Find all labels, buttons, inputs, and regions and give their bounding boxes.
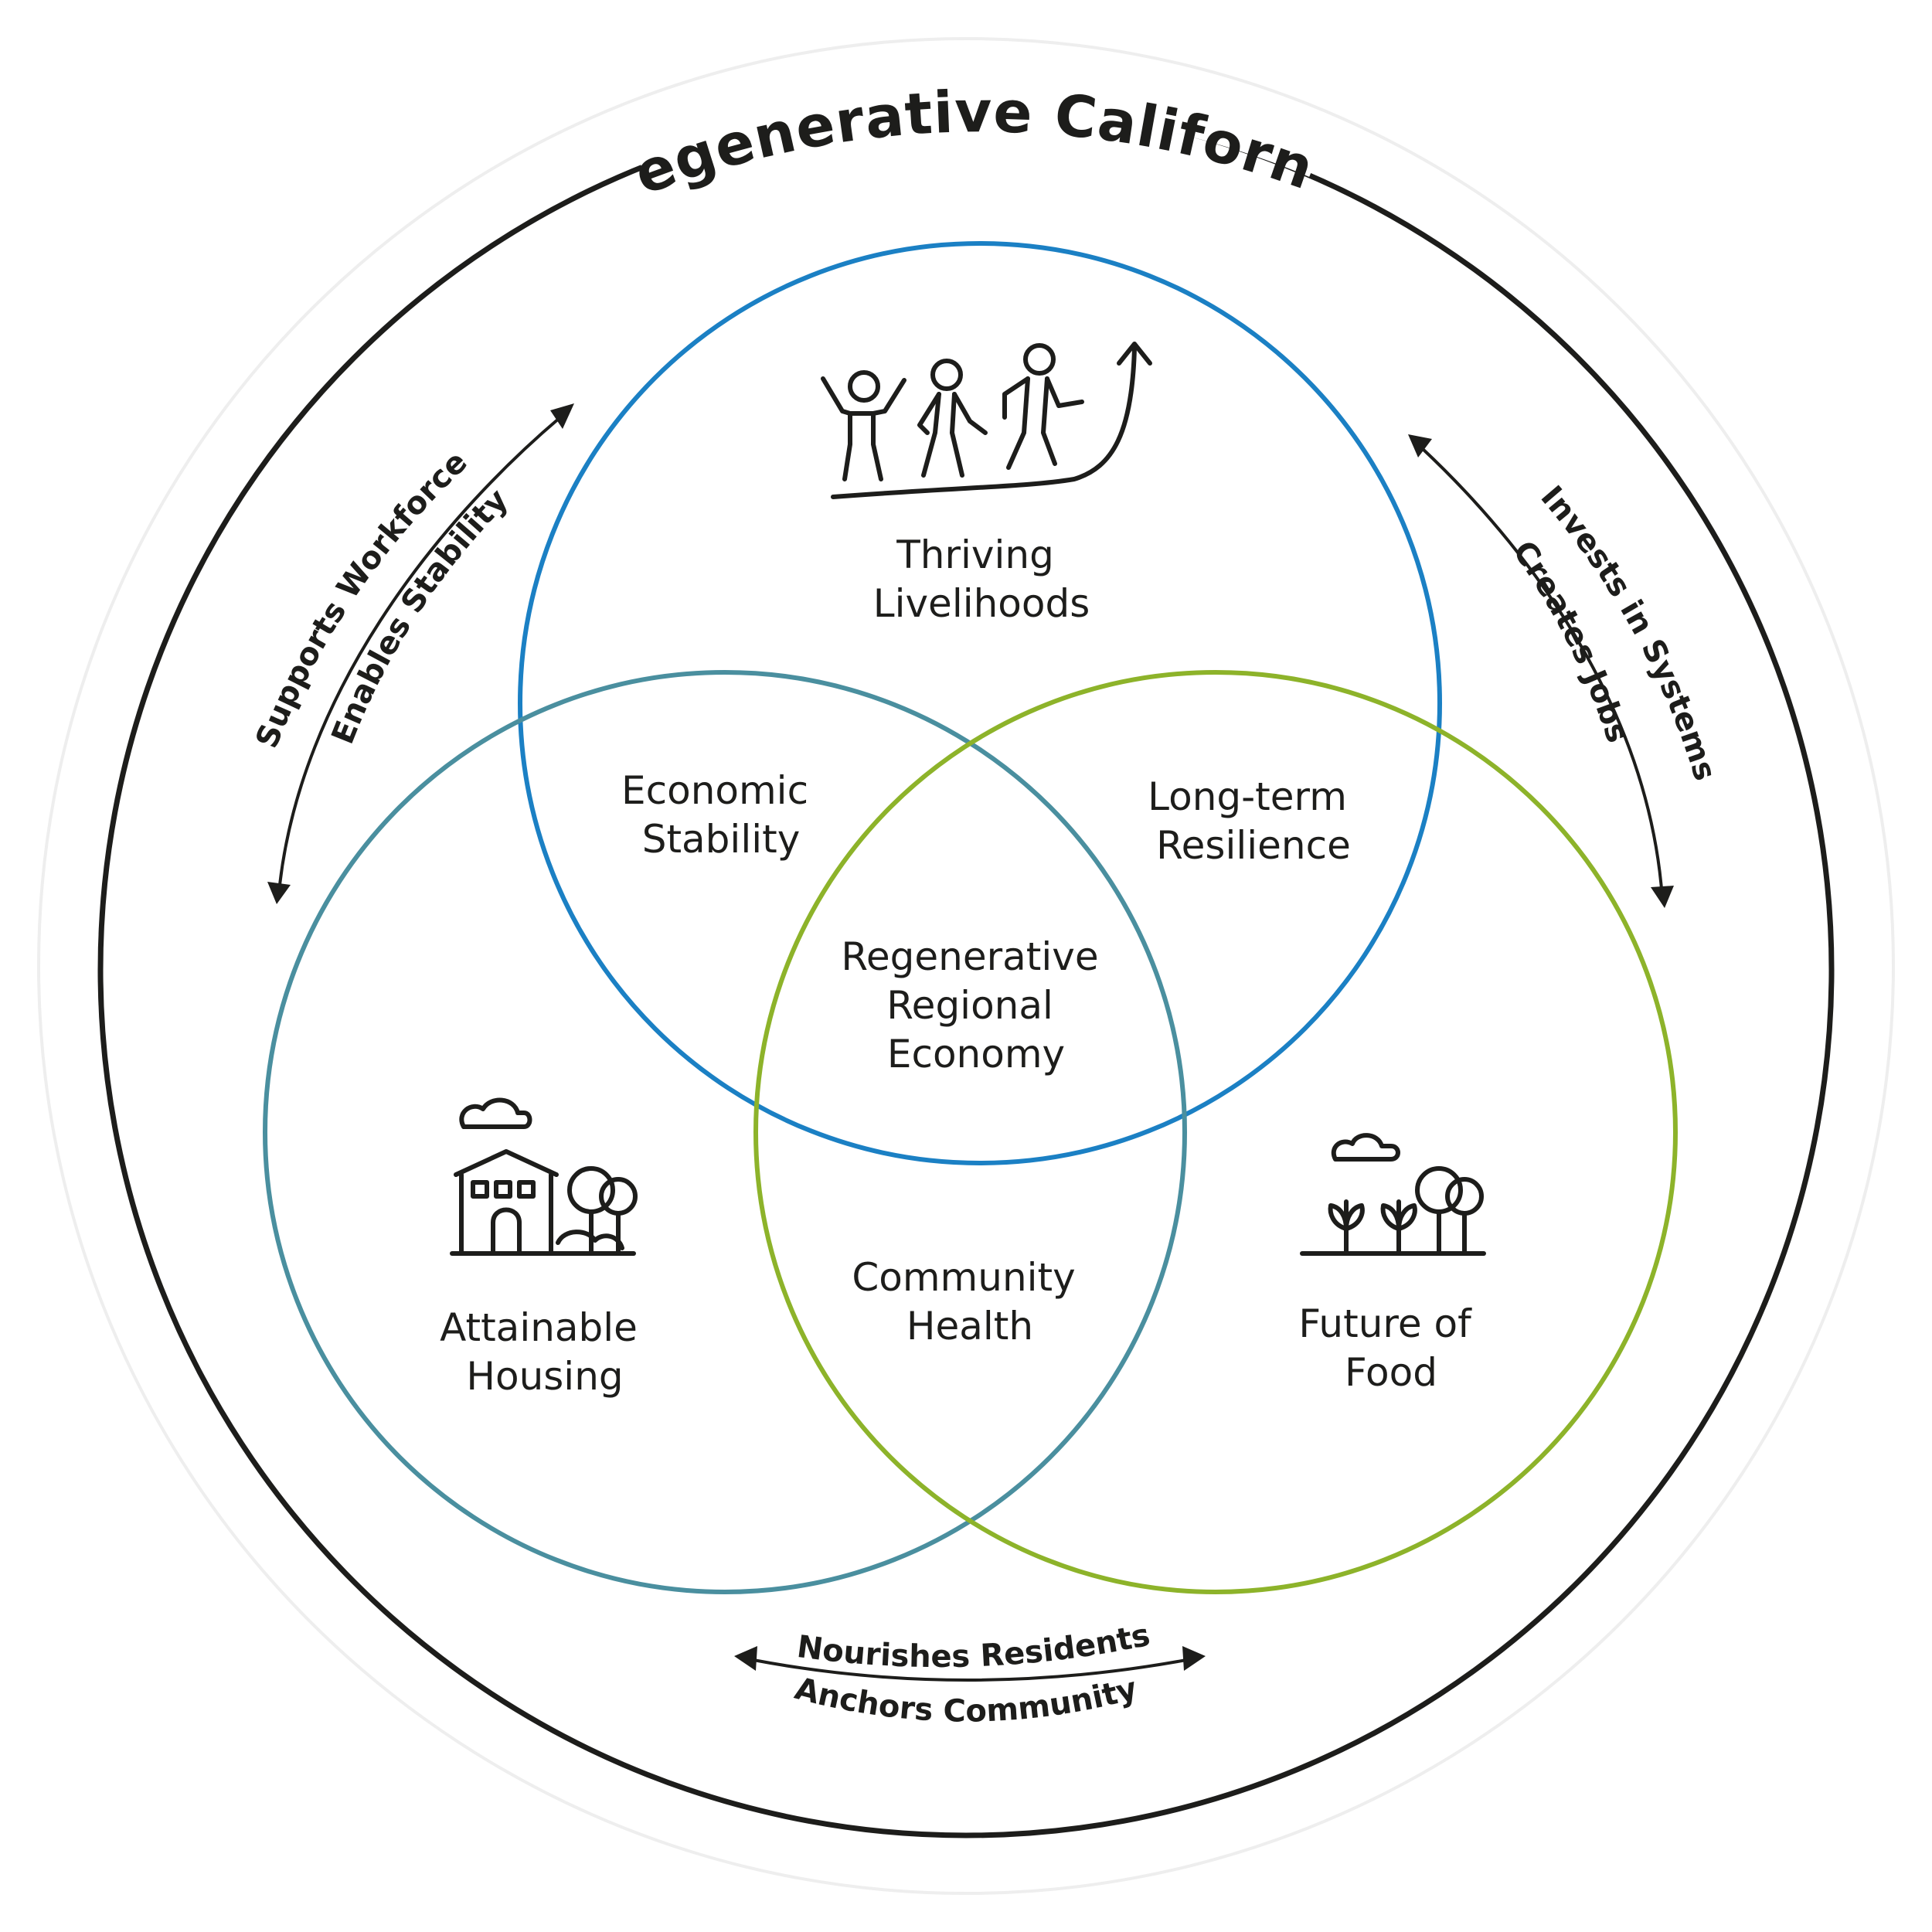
label-community-health: Community Health [852, 1255, 1087, 1349]
house-with-trees-icon [450, 1097, 638, 1256]
right-arrow [1408, 434, 1674, 908]
plants-and-trees-icon [1300, 1133, 1486, 1256]
outer-faint-circle [37, 37, 1895, 1895]
title-gap [637, 87, 1318, 177]
label-attainable-housing: Attainable Housing [440, 1305, 650, 1399]
left-arrow [267, 403, 574, 904]
label-future-of-food: Future of Food [1298, 1301, 1483, 1395]
label-regenerative-regional-economy: Regenerative Regional Economy [841, 934, 1111, 1077]
label-thriving-livelihoods: Thriving Livelihoods [873, 532, 1090, 626]
bottom-arrow-upper-label: Nourishes Residents [795, 1617, 1153, 1675]
label-long-term-resilience: Long-term Resilience [1148, 774, 1359, 868]
circle-future-of-food [753, 670, 1678, 1594]
label-economic-stability: Economic Stability [621, 768, 821, 862]
diagram-title: Regenerative California [0, 0, 1322, 208]
circle-thriving-livelihoods [518, 241, 1442, 1165]
circle-attainable-housing [263, 670, 1187, 1594]
bottom-arrow [734, 1646, 1206, 1682]
people-climbing-icon [821, 342, 1152, 499]
